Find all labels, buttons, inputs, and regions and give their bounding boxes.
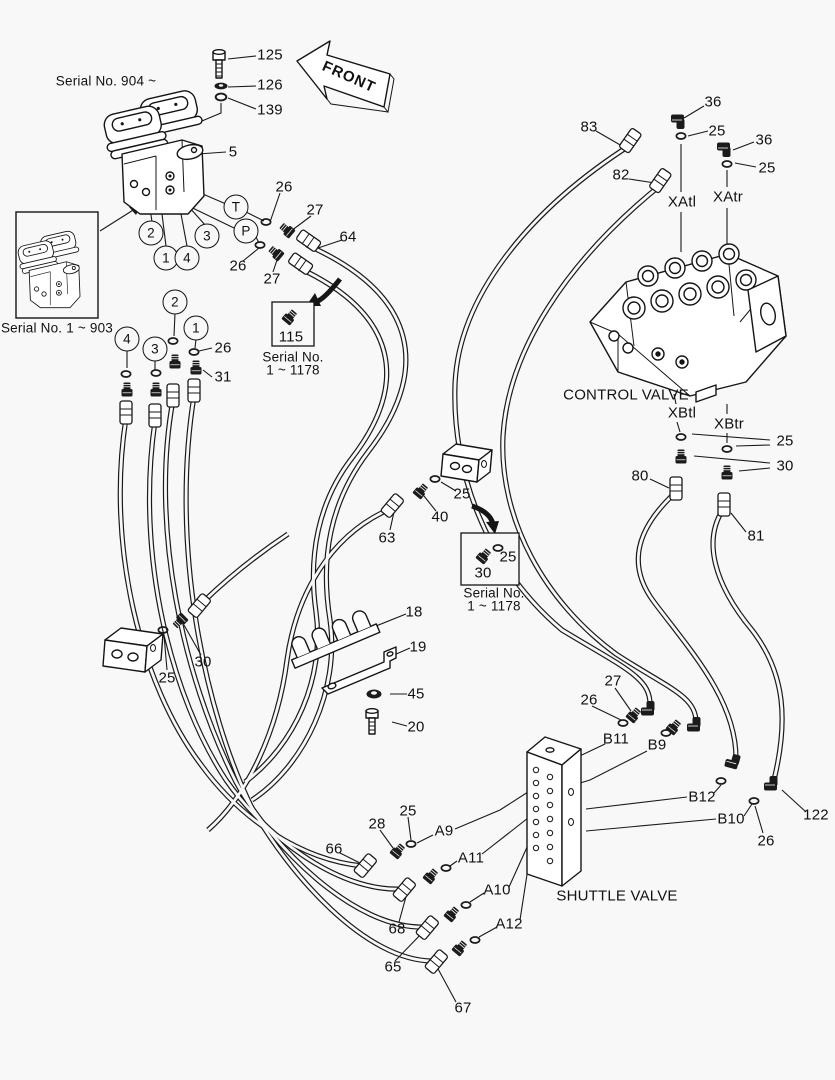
callout-circle-1b: 1 xyxy=(183,315,209,341)
port-xatl-label: XAtl xyxy=(667,193,697,211)
callout-45: 45 xyxy=(407,685,425,703)
inset-115-serial: Serial No. xyxy=(262,349,324,365)
inset-30-serial: Serial No. xyxy=(463,585,525,601)
bracket-19 xyxy=(321,646,397,695)
port-P-label: P xyxy=(233,218,259,244)
inset-box-115 xyxy=(271,301,315,347)
port-xbtl-label: XBtl xyxy=(667,404,697,422)
inset-box-30 xyxy=(460,532,520,586)
callout-26-d: 26 xyxy=(580,691,598,709)
callout-63: 63 xyxy=(378,529,396,547)
callout-83: 83 xyxy=(580,118,598,136)
callout-115: 115 xyxy=(278,328,304,346)
callout-20: 20 xyxy=(407,718,425,736)
port-a10-label: A10 xyxy=(483,881,511,899)
callout-30-b: 30 xyxy=(474,564,492,582)
front-arrow xyxy=(296,40,395,114)
callout-25-f: 25 xyxy=(158,669,176,687)
callout-5: 5 xyxy=(228,143,238,161)
control-valve-label: CONTROL VALVE xyxy=(563,386,689,404)
callout-18: 18 xyxy=(405,603,423,621)
callout-26-e: 26 xyxy=(757,832,775,850)
callout-125: 125 xyxy=(257,46,283,64)
callout-40: 40 xyxy=(431,508,449,526)
inset-115-range: 1 ~ 1178 xyxy=(266,362,320,378)
callout-65: 65 xyxy=(384,958,402,976)
callout-67: 67 xyxy=(454,999,472,1017)
callout-122: 122 xyxy=(803,806,829,824)
callout-circle-3b: 3 xyxy=(142,336,168,362)
callout-36-a: 36 xyxy=(704,93,722,111)
fittings xyxy=(119,114,778,975)
port-b12-label: B12 xyxy=(688,788,716,806)
port-b10-label: B10 xyxy=(717,810,745,828)
callout-126: 126 xyxy=(257,76,283,94)
callout-25-c: 25 xyxy=(776,432,794,450)
callout-64: 64 xyxy=(339,228,357,246)
callout-31: 31 xyxy=(214,368,232,386)
callout-30-a: 30 xyxy=(776,457,794,475)
shuttle-valve-drawing xyxy=(526,736,582,887)
callout-25-e: 25 xyxy=(499,548,517,566)
inset-30-range: 1 ~ 1178 xyxy=(467,598,521,614)
serial-903-label: Serial No. 1 ~ 903 xyxy=(0,320,114,336)
callout-28: 28 xyxy=(368,815,386,833)
callout-circle-4: 4 xyxy=(174,245,200,271)
pilot-valve-early-drawing xyxy=(15,229,81,309)
callout-66: 66 xyxy=(325,840,343,858)
callout-25-g: 25 xyxy=(399,802,417,820)
callout-25-d: 25 xyxy=(453,485,471,503)
callout-26-c: 26 xyxy=(214,339,232,357)
port-xbtr-label: XBtr xyxy=(714,415,744,433)
port-xatr-label: XAtr xyxy=(713,188,743,206)
leader-lines xyxy=(99,55,807,1003)
washer-45 xyxy=(366,689,382,699)
callout-27-a: 27 xyxy=(306,201,324,219)
callout-36-b: 36 xyxy=(755,131,773,149)
callout-circle-2b: 2 xyxy=(162,289,188,315)
control-valve-drawing xyxy=(589,243,787,403)
bolt-20 xyxy=(365,708,379,735)
serial-904-label: Serial No. 904 ~ xyxy=(55,73,157,89)
pilot-valve-drawing xyxy=(99,87,205,215)
port-a12-label: A12 xyxy=(495,915,523,933)
port-a11-label: A11 xyxy=(457,849,485,867)
port-b11-label: B11 xyxy=(602,730,630,748)
callout-27-b: 27 xyxy=(263,270,281,288)
callout-19: 19 xyxy=(409,638,427,656)
callout-80: 80 xyxy=(631,467,649,485)
manifold-block-left xyxy=(102,627,164,673)
callout-139: 139 xyxy=(257,101,283,119)
callout-27-c: 27 xyxy=(604,672,622,690)
port-T-label: T xyxy=(223,194,249,220)
callout-82: 82 xyxy=(612,166,630,184)
clamp-18 xyxy=(290,610,381,669)
port-b9-label: B9 xyxy=(647,736,667,754)
callout-circle-2: 2 xyxy=(138,220,164,246)
bolt-125-stack xyxy=(212,49,228,102)
callout-68: 68 xyxy=(388,920,406,938)
port-a9-label: A9 xyxy=(434,822,454,840)
callout-25-b: 25 xyxy=(758,159,776,177)
shuttle-valve-label: SHUTTLE VALVE xyxy=(556,887,678,905)
serial-inset-box xyxy=(15,211,99,319)
manifold-block-mid xyxy=(440,443,493,483)
callout-30-c: 30 xyxy=(194,653,212,671)
callout-circle-4b: 4 xyxy=(114,326,140,352)
callout-25-a: 25 xyxy=(708,122,726,140)
callout-circle-3: 3 xyxy=(194,223,220,249)
callout-26-a: 26 xyxy=(275,178,293,196)
callout-26-b: 26 xyxy=(229,257,247,275)
callout-81: 81 xyxy=(747,527,765,545)
